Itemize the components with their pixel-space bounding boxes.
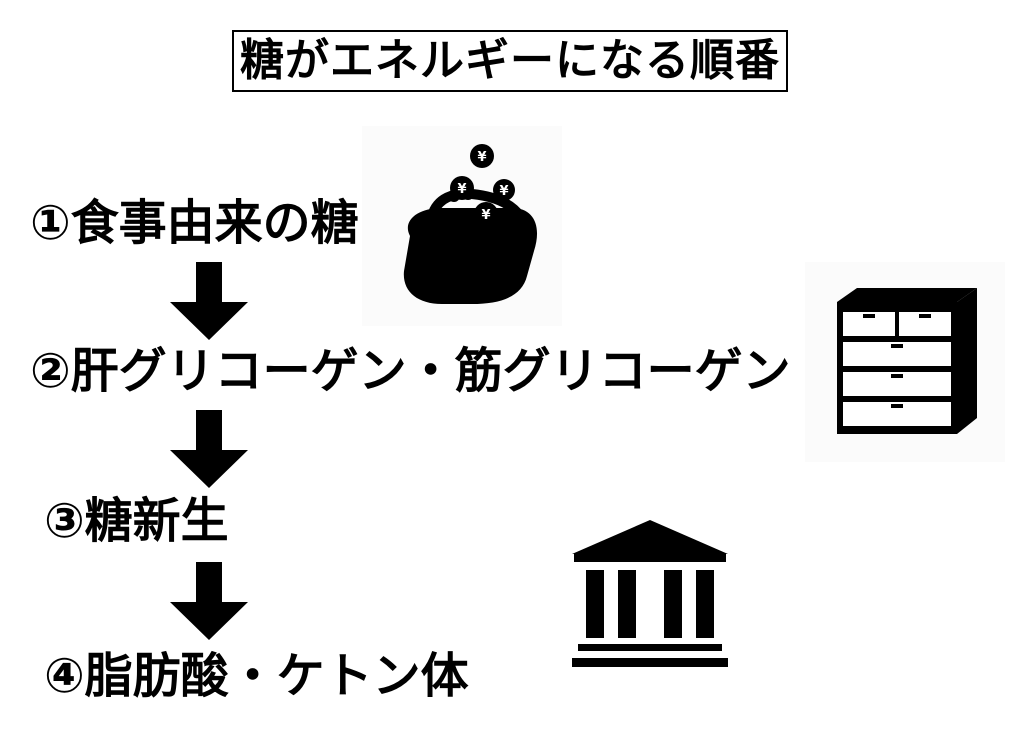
down-arrow-icon bbox=[170, 562, 248, 640]
coin-symbol: ¥ bbox=[481, 208, 490, 223]
step-1-label: ①食事由来の糖 bbox=[30, 195, 359, 251]
coin-symbol: ¥ bbox=[477, 150, 486, 165]
step-4-label: ④脂肪酸・ケトン体 bbox=[44, 648, 469, 704]
page-title: 糖がエネルギーになる順番 bbox=[232, 30, 788, 92]
coin-purse-icon: ¥ ¥ ¥ ¥ bbox=[362, 126, 562, 326]
down-arrow-icon bbox=[170, 262, 248, 340]
step-3-label: ③糖新生 bbox=[44, 493, 229, 549]
coin-symbol: ¥ bbox=[499, 184, 508, 199]
down-arrow-icon bbox=[170, 410, 248, 488]
coin-symbol: ¥ bbox=[457, 182, 466, 197]
step-2-label: ②肝グリコーゲン・筋グリコーゲン bbox=[30, 343, 791, 399]
bank-building-icon bbox=[572, 520, 728, 667]
storage-drawers-icon bbox=[805, 262, 1005, 462]
